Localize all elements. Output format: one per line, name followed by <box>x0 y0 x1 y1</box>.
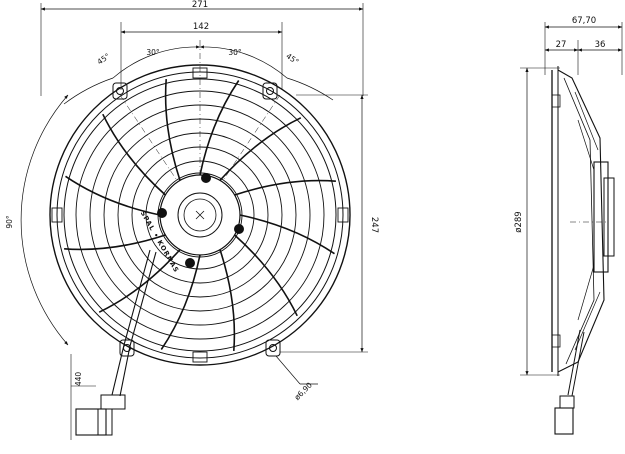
cable-length-label: 440 <box>74 372 83 387</box>
angle-left-outer-label: 45° <box>96 51 112 66</box>
depth-front-label: 27 <box>556 40 567 50</box>
mount-hole <box>116 87 124 95</box>
grille-spoke <box>219 117 302 181</box>
hub-screw <box>201 173 211 183</box>
fan-housing <box>49 64 351 366</box>
mount-span-label: 142 <box>193 22 209 32</box>
depth-rear-label: 36 <box>595 40 606 50</box>
grille-spoke <box>102 113 166 196</box>
mount-lug-top-right <box>262 82 278 100</box>
hole-diameter-label: ø6,90 <box>293 380 315 402</box>
grille-spoke <box>239 214 335 255</box>
diameter-label: ø289 <box>514 211 524 232</box>
grille-spokes <box>64 79 336 351</box>
motor-hub <box>157 173 244 268</box>
grille-spoke <box>199 80 240 176</box>
overall-width-label: 271 <box>192 0 208 10</box>
mount-span-dimension <box>120 22 283 90</box>
mount-lug-top-left <box>112 82 128 100</box>
grille-spoke <box>234 179 336 196</box>
angle-right-outer-label: 45° <box>284 51 300 66</box>
angle-left-inner-label: 30° <box>146 48 160 57</box>
grille-spoke <box>64 234 166 251</box>
mount-lug-bottom-left <box>119 339 135 357</box>
side-view <box>520 22 623 435</box>
mount-lug-bottom-right <box>265 339 281 357</box>
mount-hole <box>266 87 274 95</box>
grille-spoke <box>234 234 298 317</box>
grille-spoke <box>219 249 236 351</box>
overall-width-dimension <box>40 3 364 96</box>
height-dimension <box>280 94 368 353</box>
hub-screw <box>185 258 195 268</box>
grille-spoke <box>160 254 201 350</box>
angle-right-inner-label: 30° <box>228 48 242 57</box>
ninety-degree-arc <box>20 94 69 346</box>
height-label: 247 <box>369 217 379 233</box>
total-depth-label: 67,70 <box>572 16 596 26</box>
angle-span-label: 90° <box>5 215 14 229</box>
hub-screw <box>157 208 167 218</box>
power-cable <box>70 249 157 440</box>
hub-screw <box>234 224 244 234</box>
grille-spoke <box>65 175 161 216</box>
side-view-labels: 67,70 27 36 ø289 <box>514 16 605 233</box>
mount-hole <box>269 344 277 352</box>
grille-spoke <box>98 249 181 313</box>
hole-leader <box>275 355 318 385</box>
grille-spoke <box>164 79 181 181</box>
front-view <box>20 3 368 440</box>
